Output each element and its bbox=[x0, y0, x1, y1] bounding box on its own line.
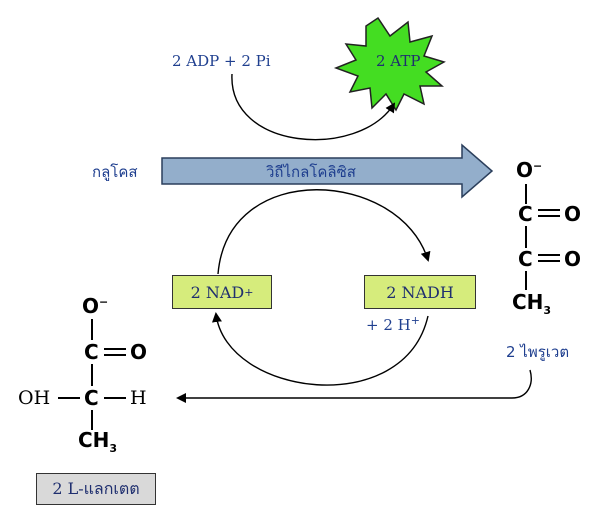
lac-h: H bbox=[130, 387, 147, 409]
nad-label: 2 NAD bbox=[190, 282, 245, 302]
lactate-box: 2 L-แลกเตต bbox=[36, 473, 156, 505]
adp-pi-label: 2 ADP + 2 Pi bbox=[172, 52, 271, 70]
lac-c1: C bbox=[84, 340, 99, 364]
nadh-label: 2 NADH bbox=[386, 282, 454, 302]
lac-o1: O bbox=[130, 340, 148, 364]
pyr-c1: C bbox=[518, 202, 533, 226]
nad-charge: + bbox=[244, 285, 254, 299]
glycolysis-arrow bbox=[161, 143, 494, 199]
lac-oh: OH bbox=[18, 387, 51, 409]
pyr-o-minus: O− bbox=[516, 158, 543, 182]
pyr-o2: O bbox=[564, 247, 582, 271]
lac-ch3: CH3 bbox=[78, 428, 118, 455]
nad-to-nadh-arc bbox=[217, 189, 431, 275]
adp-to-atp-arc bbox=[231, 73, 396, 141]
h-plus-label: + 2 H+ bbox=[366, 314, 420, 334]
atp-label: 2 ATP bbox=[376, 52, 421, 70]
pyr-c2: C bbox=[518, 247, 533, 271]
pyr-ch3: CH3 bbox=[512, 290, 552, 317]
lactate-label: 2 L-แลกเตต bbox=[52, 478, 140, 498]
lac-c2: C bbox=[84, 386, 99, 410]
pyruvate-label: 2 ไพรูเวต bbox=[506, 343, 570, 361]
nadh-to-nad-arc bbox=[212, 312, 429, 386]
glycolysis-label: วิถีไกลโคลิซิส bbox=[266, 163, 356, 181]
pyr-o1: O bbox=[564, 202, 582, 226]
lac-o-minus: O− bbox=[82, 294, 109, 318]
pyruvate-to-lactate-arrow bbox=[176, 369, 532, 403]
nad-box: 2 NAD+ bbox=[172, 275, 272, 309]
nadh-box: 2 NADH bbox=[364, 275, 476, 309]
atp-starburst bbox=[333, 16, 446, 112]
glucose-label: กลูโคส bbox=[92, 163, 138, 181]
